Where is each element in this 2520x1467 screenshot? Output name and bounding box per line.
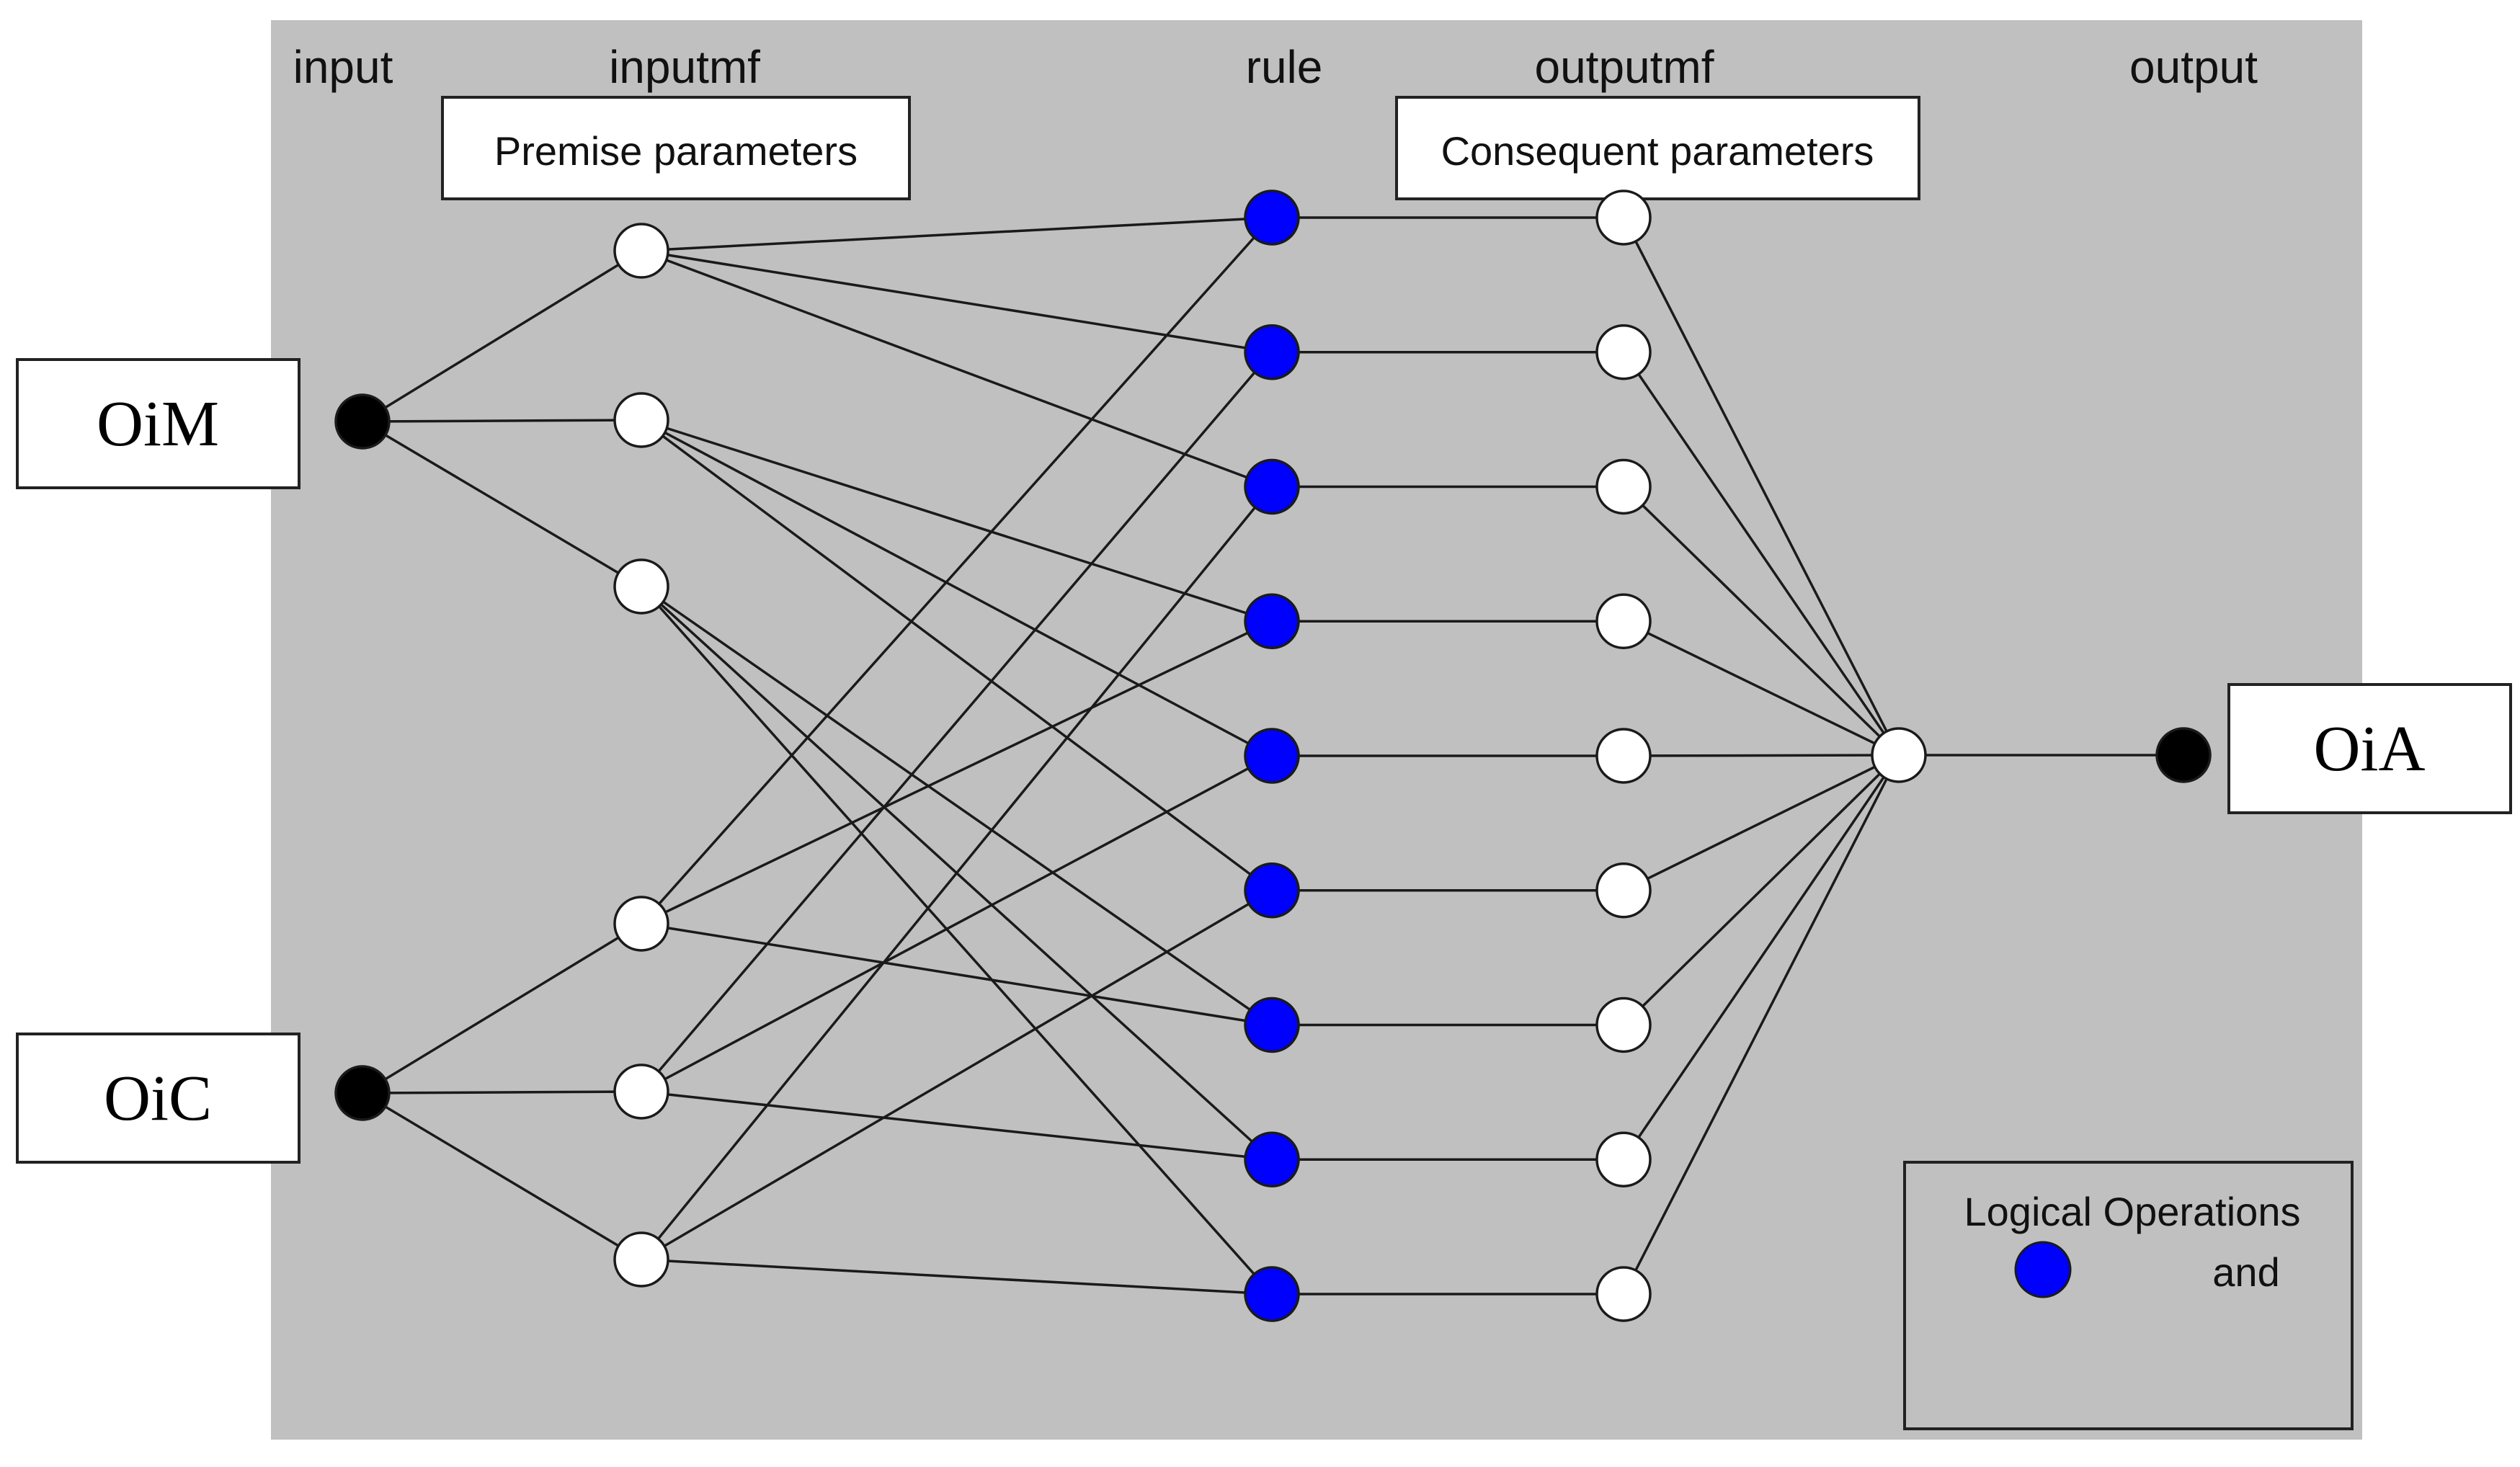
edge-mf-rule xyxy=(641,1090,1273,1161)
output-mf-node xyxy=(1595,862,1652,919)
edge-mf-rule xyxy=(641,922,1273,1027)
rule-node xyxy=(1244,1131,1300,1187)
edge-outputmf-sum xyxy=(1622,754,1900,1026)
output-mf-node xyxy=(1595,458,1652,515)
input-mf-node xyxy=(613,392,669,448)
edge-outputmf-sum xyxy=(1623,754,1900,892)
edge-outputmf-sum xyxy=(1622,351,1900,756)
edge-mf-rule xyxy=(641,216,1273,252)
input-mf-node xyxy=(613,896,669,952)
output-label-oia: OiA xyxy=(2314,713,2426,785)
output-sum-node xyxy=(1871,727,1927,783)
network-edges xyxy=(362,216,2183,1296)
rule-node xyxy=(1244,996,1300,1053)
edge-mf-rule xyxy=(641,620,1273,925)
legend-and-label: and xyxy=(2212,1249,2279,1295)
premise-parameters-box: Premise parameters xyxy=(441,96,911,200)
edge-mf-rule xyxy=(641,1258,1273,1296)
edge-mf-rule xyxy=(640,585,1273,1161)
edge-input-mf xyxy=(362,419,642,423)
column-label-input: input xyxy=(293,41,393,93)
network-nodes xyxy=(334,189,2212,1322)
column-label-output: output xyxy=(2129,41,2258,93)
column-label-rule: rule xyxy=(1246,41,1323,93)
output-mf-node xyxy=(1595,189,1652,246)
input-mf-node xyxy=(613,223,669,279)
output-mf-node xyxy=(1595,996,1652,1053)
edge-outputmf-sum xyxy=(1623,620,1900,757)
edge-input-mf xyxy=(362,1090,642,1094)
edge-outputmf-sum xyxy=(1622,217,1900,756)
edge-outputmf-sum xyxy=(1622,754,1900,1295)
edge-mf-rule xyxy=(641,585,1273,1026)
edge-mf-rule xyxy=(640,585,1273,1296)
input-mf-node xyxy=(613,1064,669,1120)
edge-outputmf-sum xyxy=(1622,486,1900,757)
input-box-oim: OiM xyxy=(16,358,300,489)
logical-operations-legend: Logical Operations and xyxy=(1903,1161,2354,1430)
rule-node xyxy=(1244,593,1300,649)
edge-mf-rule xyxy=(641,419,1273,757)
edge-mf-rule xyxy=(640,351,1273,1093)
output-mf-node xyxy=(1595,728,1652,784)
rule-node xyxy=(1244,862,1300,919)
output-box-oia: OiA xyxy=(2227,683,2512,814)
premise-parameters-label: Premise parameters xyxy=(494,128,858,174)
rule-node xyxy=(1244,324,1300,380)
input-label-oim: OiM xyxy=(97,388,219,460)
edge-outputmf-sum xyxy=(1623,754,1900,757)
input-label-oic: OiC xyxy=(104,1063,212,1134)
edge-mf-rule xyxy=(641,249,1273,354)
output-mf-node xyxy=(1595,1266,1652,1322)
input-node xyxy=(334,393,391,450)
legend-title: Logical Operations xyxy=(1964,1189,2301,1234)
output-mf-node xyxy=(1595,324,1652,380)
rule-node xyxy=(1244,728,1300,784)
edge-mf-rule xyxy=(640,419,1273,892)
edge-input-mf xyxy=(362,249,642,423)
rule-node xyxy=(1244,189,1300,246)
legend-and-node xyxy=(2014,1241,2072,1298)
edge-input-mf xyxy=(362,420,642,588)
output-mf-node xyxy=(1595,593,1652,649)
edge-mf-rule xyxy=(641,249,1273,489)
rule-node xyxy=(1244,1266,1300,1322)
rule-node xyxy=(1244,458,1300,515)
edge-input-mf xyxy=(362,922,642,1094)
column-label-outputmf: outputmf xyxy=(1534,41,1714,93)
edge-outputmf-sum xyxy=(1622,754,1900,1161)
output-node xyxy=(2155,727,2212,783)
input-box-oic: OiC xyxy=(16,1033,300,1164)
output-mf-node xyxy=(1595,1131,1652,1187)
consequent-parameters-box: Consequent parameters xyxy=(1395,96,1920,200)
input-node xyxy=(334,1065,391,1121)
input-mf-node xyxy=(613,1231,669,1288)
consequent-parameters-label: Consequent parameters xyxy=(1441,128,1874,174)
edge-input-mf xyxy=(362,1092,642,1261)
edge-mf-rule xyxy=(641,419,1273,623)
input-mf-node xyxy=(613,558,669,615)
column-label-inputmf: inputmf xyxy=(609,41,760,93)
